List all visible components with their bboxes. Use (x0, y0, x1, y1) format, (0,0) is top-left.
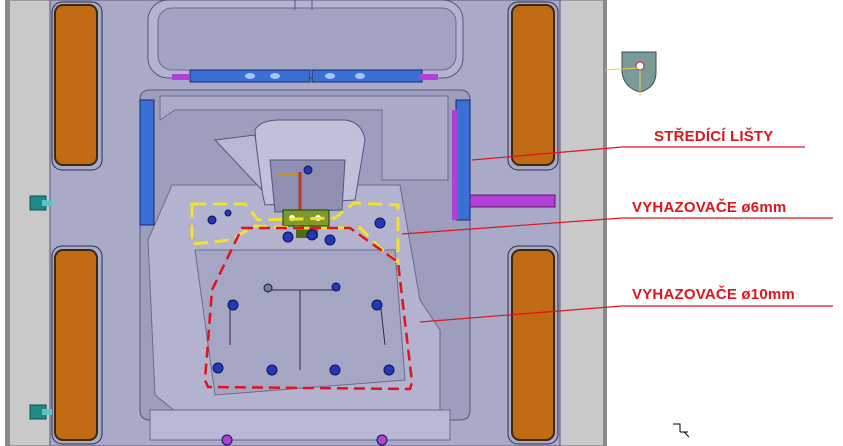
label-ejectors-10mm: VYHAZOVAČE ø10mm (632, 286, 795, 303)
ejector-6mm-outline (190, 201, 400, 266)
ejector-10mm-outline (203, 226, 414, 391)
callout-leaders (401, 146, 833, 323)
ejector-pins (207, 165, 395, 446)
insulation-blocks (54, 4, 555, 441)
core-boss (213, 119, 366, 213)
left-bolts (29, 195, 52, 420)
axis-triad-icon (673, 423, 690, 438)
label-ejectors-6mm: VYHAZOVAČE ø6mm (632, 199, 787, 216)
top-centering-strip (172, 69, 438, 83)
side-centering-strips (139, 99, 556, 226)
right-clamp-plate (555, 0, 607, 446)
cavity (139, 89, 471, 441)
left-clamp-plate (5, 0, 54, 446)
top-pocket (147, 0, 464, 79)
label-centering-strips: STŘEDÍCÍ LIŠTY (654, 128, 774, 145)
compass-icon (604, 51, 657, 96)
